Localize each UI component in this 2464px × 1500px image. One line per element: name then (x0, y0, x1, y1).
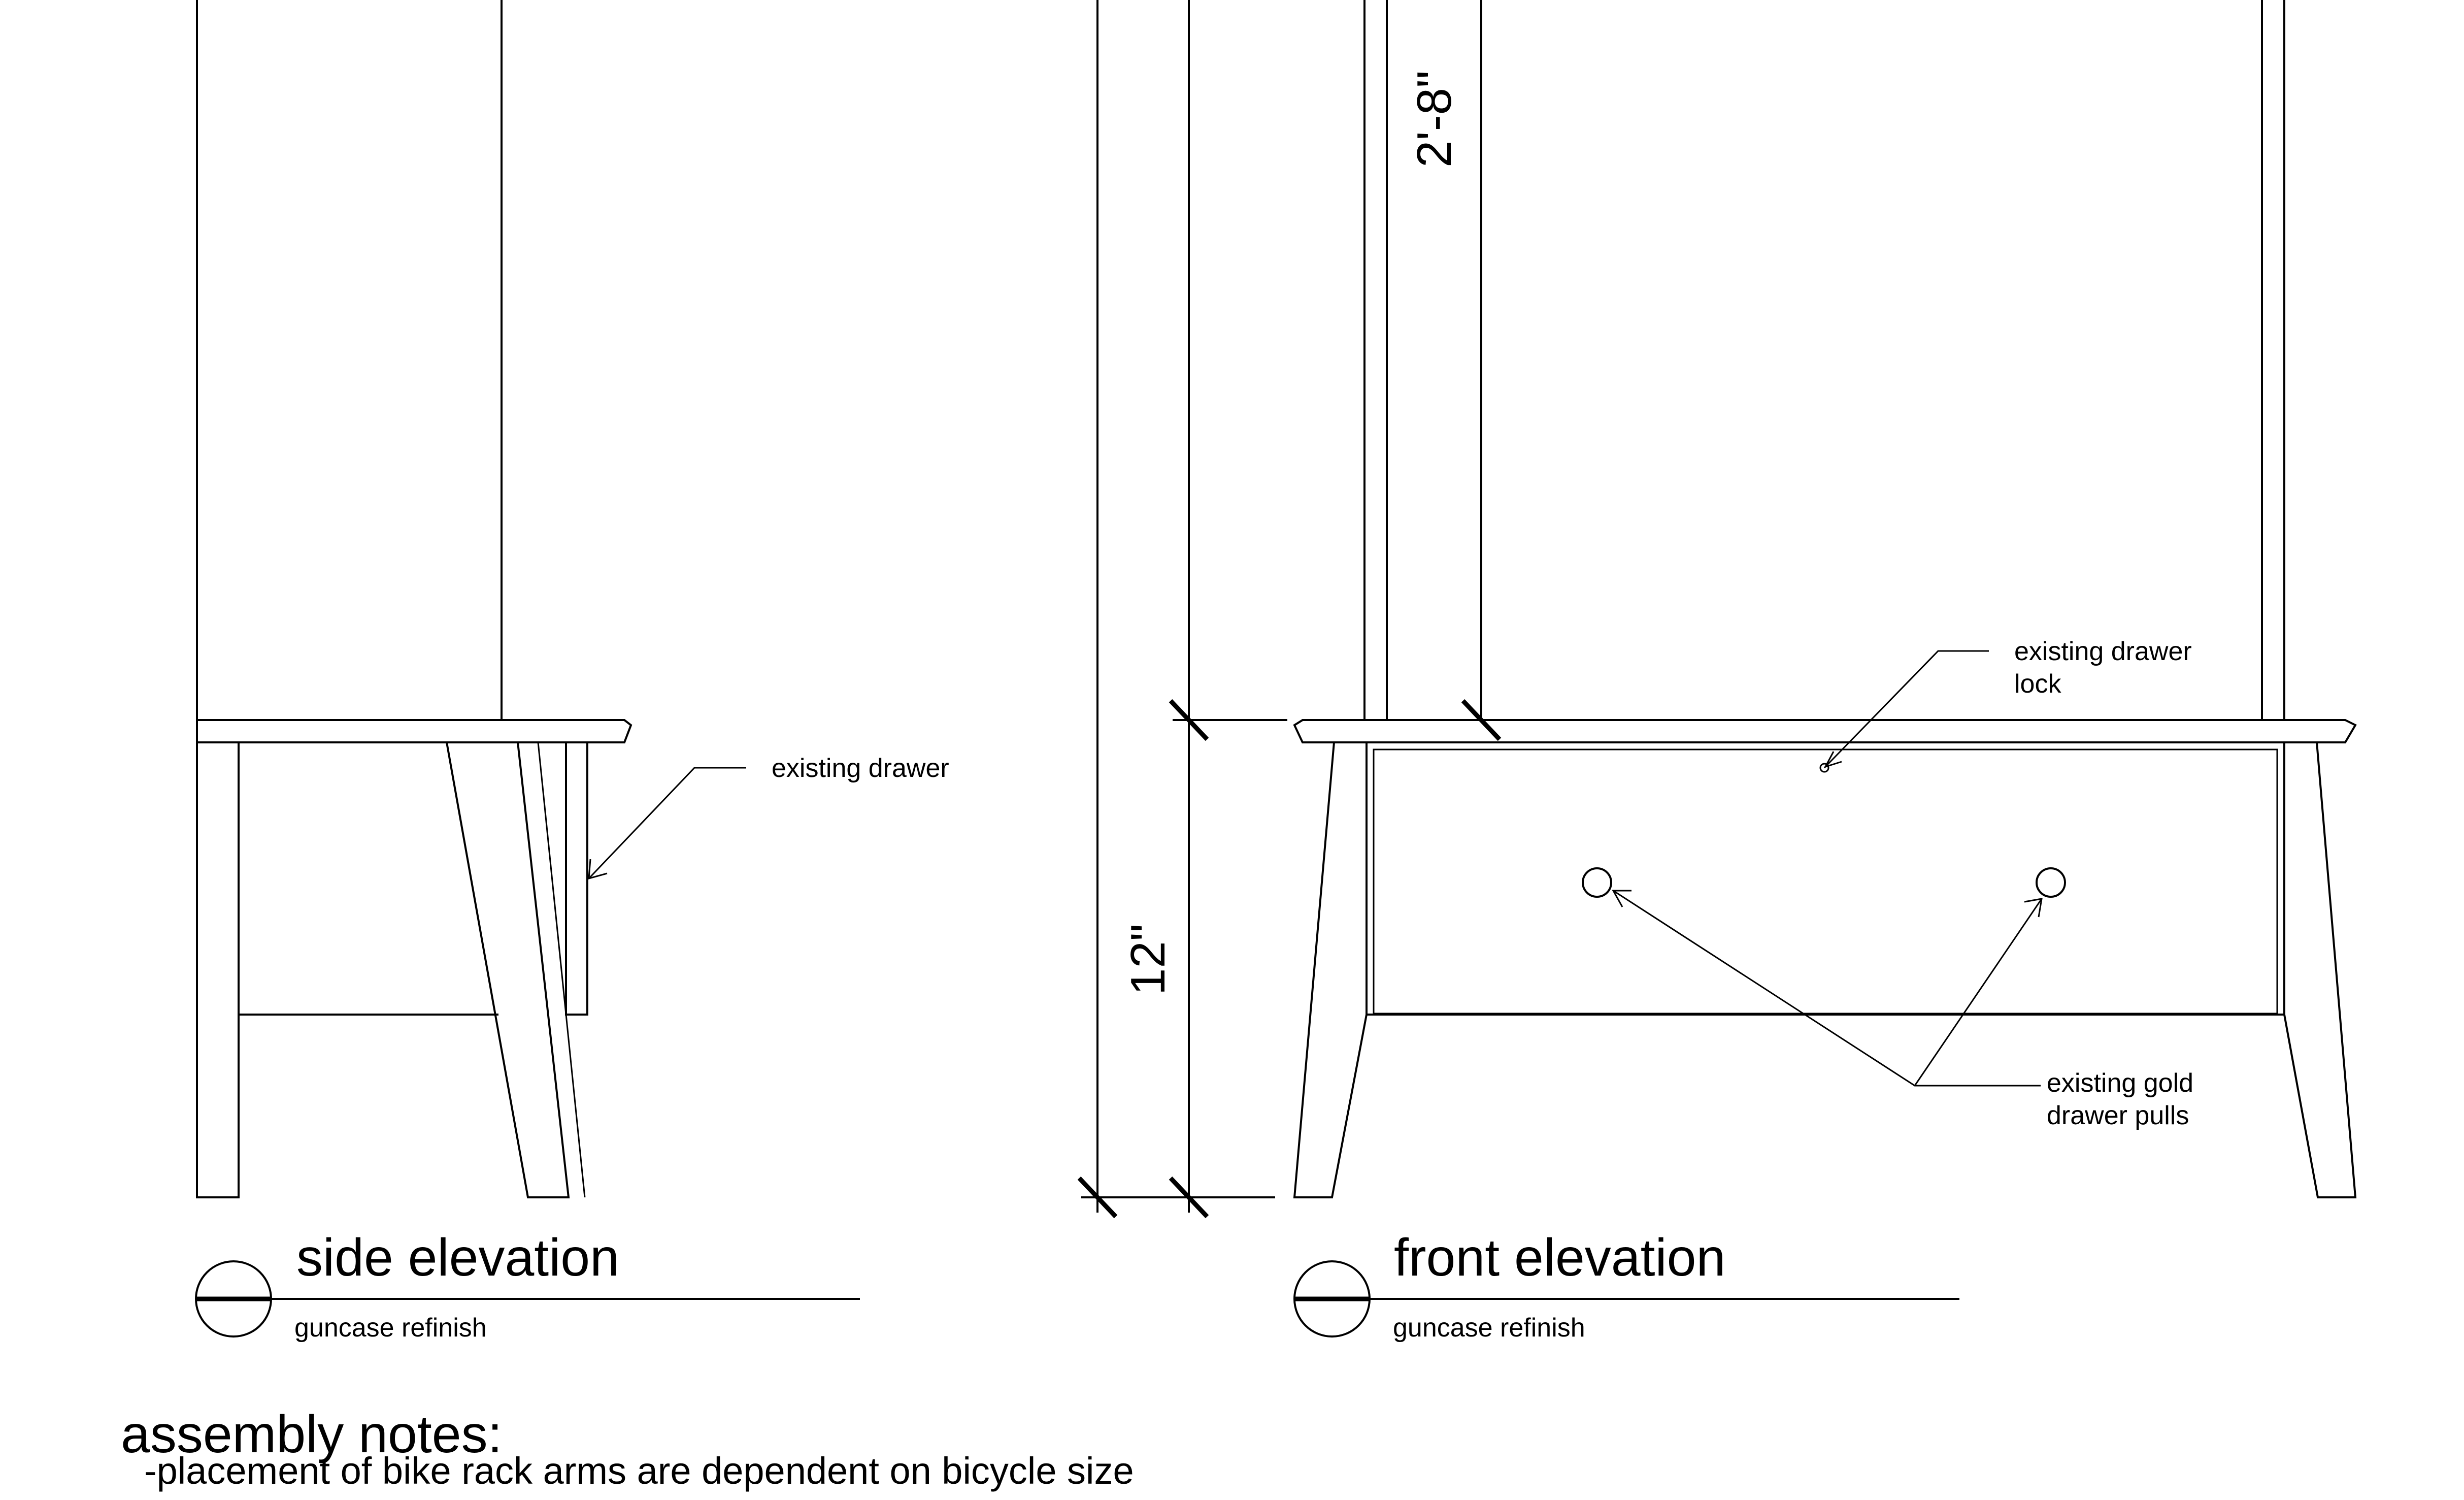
dim-lower-label: 12" (1121, 924, 1175, 995)
dim-tick-bottom-inner (1169, 1176, 1209, 1219)
front-base-top (1293, 719, 2357, 743)
front-drawer-outer (1366, 741, 2285, 1016)
pulls-arrow-left (1612, 890, 1631, 907)
assembly-notes-heading: assembly notes: (121, 1405, 502, 1464)
dimension-lines: 2'-8" 12" (1077, 0, 1502, 1219)
lock-leader (1823, 650, 1989, 769)
pulls-callout-line1: existing gold (2047, 1068, 2193, 1098)
dim-upper-label: 2'-8" (1407, 71, 1461, 168)
dim-tick-bottom-outer (1077, 1176, 1118, 1219)
drawer-pull-right-icon (2036, 867, 2066, 898)
side-elevation-title: side elevation (296, 1228, 619, 1287)
side-drawer-leader (588, 767, 746, 879)
pulls-arrow-right (2024, 898, 2043, 918)
side-drawer-face (565, 741, 588, 1016)
pulls-leader (1613, 890, 2041, 1087)
side-front-leg-inner (537, 742, 586, 1198)
assembly-note-item: -placement of bike rack arms are depende… (144, 1450, 1134, 1492)
lock-callout-line1: existing drawer (2014, 637, 2192, 666)
front-right-leg (2283, 741, 2357, 1198)
front-elevation: existing drawer lock existing gold drawe… (1293, 0, 2357, 1343)
front-left-leg (1293, 741, 1368, 1198)
pulls-leader-branch (1914, 898, 2043, 1086)
front-section-marker (1293, 1260, 1959, 1338)
front-drawer-face (1373, 748, 2278, 1015)
assembly-notes: assembly notes: -placement of bike rack … (121, 1405, 1134, 1492)
side-elevation: existing drawer side elevation guncase r… (195, 0, 949, 1343)
dim-tick-top (1169, 699, 1209, 741)
drawer-lock-icon (1819, 763, 1829, 773)
drawer-pull-left-icon (1582, 867, 1612, 898)
side-elevation-subtitle: guncase refinish (294, 1313, 487, 1343)
side-drawer-arrow (588, 859, 608, 880)
side-section-marker (195, 1260, 860, 1338)
pulls-callout-line2: drawer pulls (2047, 1101, 2189, 1130)
side-front-leg (445, 741, 570, 1198)
front-elevation-title: front elevation (1394, 1228, 1725, 1287)
lock-callout-line2: lock (2014, 669, 2061, 699)
side-back-leg (196, 741, 240, 1198)
front-elevation-subtitle: guncase refinish (1393, 1313, 1585, 1343)
lock-arrow (1823, 751, 1842, 768)
side-base-top (196, 719, 632, 743)
side-drawer-callout: existing drawer (772, 754, 949, 783)
